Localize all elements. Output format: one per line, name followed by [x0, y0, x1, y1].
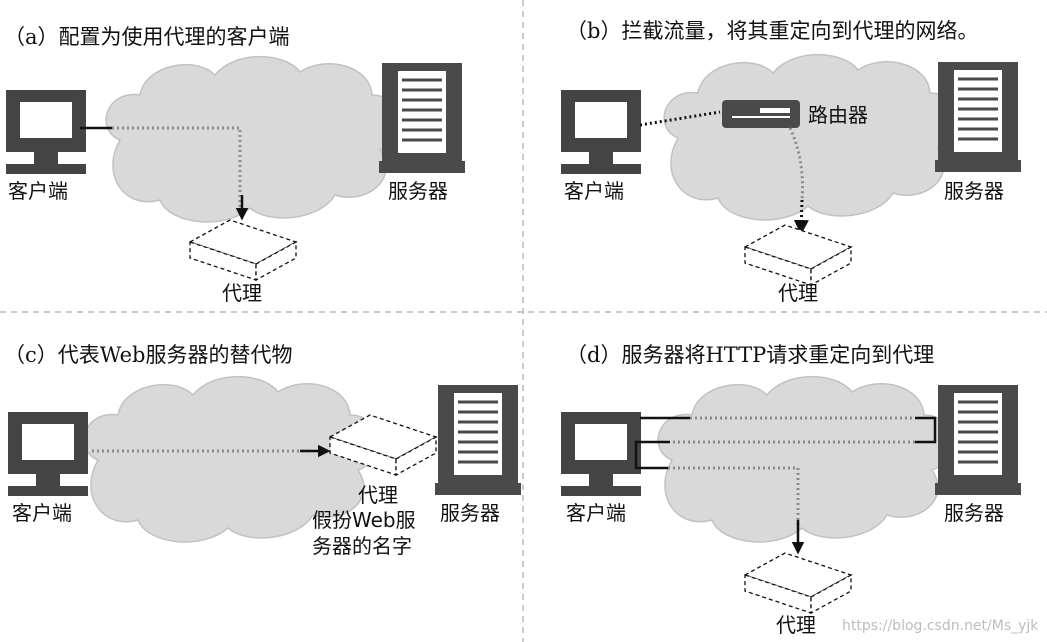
- server-label: 服务器: [440, 501, 500, 525]
- server-icon: [433, 383, 523, 497]
- proxy-box-icon: [189, 219, 297, 281]
- network-cloud: [105, 55, 401, 223]
- router-label: 路由器: [808, 103, 868, 127]
- panel-c: （c）代表Web服务器的替代物 客户端 服务器 代理 假扮Web服 务器的名字: [4, 343, 523, 558]
- client-label: 客户端: [12, 501, 72, 525]
- network-cloud: [657, 375, 953, 543]
- proxy-label: 代理: [222, 281, 262, 305]
- client-label: 客户端: [564, 179, 624, 203]
- server-icon: [377, 61, 467, 175]
- client-computer-icon: [561, 90, 641, 174]
- client-computer-icon: [561, 412, 641, 496]
- proxy-label: 代理: [778, 281, 818, 305]
- proxy-label-line: 务器的名字: [312, 534, 412, 558]
- panel-a-caption: （a）配置为使用代理的客户端: [4, 25, 290, 49]
- router-icon: [722, 100, 800, 128]
- panel-b-caption: （b）拦截流量，将其重定向到代理的网络。: [566, 19, 978, 43]
- client-label: 客户端: [8, 179, 68, 203]
- watermark: https://blog.csdn.net/Ms_yjk: [842, 618, 1039, 634]
- panel-d-caption: （d）服务器将HTTP请求重定向到代理: [566, 343, 934, 367]
- proxy-box-icon: [744, 224, 852, 286]
- server-label: 服务器: [388, 179, 448, 203]
- proxy-label-line: 代理: [358, 483, 398, 507]
- panel-c-caption: （c）代表Web服务器的替代物: [4, 343, 293, 367]
- server-label: 服务器: [944, 179, 1004, 203]
- proxy-label: 代理: [776, 613, 816, 637]
- proxy-box-icon: [744, 552, 852, 614]
- server-icon: [933, 383, 1023, 497]
- proxy-label-line: 假扮Web服: [312, 508, 416, 532]
- panel-b: （b）拦截流量，将其重定向到代理的网络。 路由器 客户端 服务器 代理: [561, 19, 1023, 305]
- server-label: 服务器: [944, 501, 1004, 525]
- network-cloud: [663, 53, 959, 221]
- panel-a: （a）配置为使用代理的客户端 客户端 服务器 代理: [4, 25, 467, 305]
- client-label: 客户端: [566, 501, 626, 525]
- client-computer-icon: [6, 90, 86, 174]
- panel-d: （d）服务器将HTTP请求重定向到代理 客户端 服务器 代理: [561, 343, 1023, 637]
- server-icon: [933, 60, 1023, 174]
- client-computer-icon: [8, 412, 88, 496]
